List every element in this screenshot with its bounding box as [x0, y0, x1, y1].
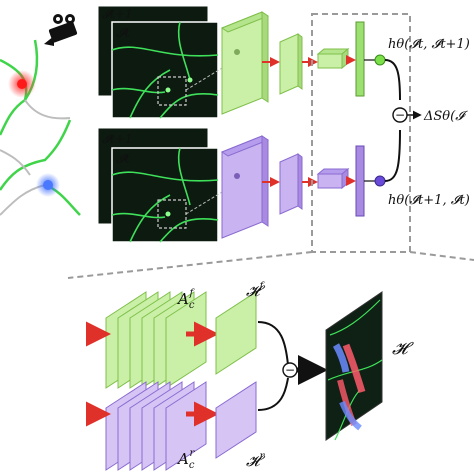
- minus-top: −: [395, 108, 405, 122]
- join-h-bottom: [257, 377, 289, 411]
- encoder-reverse: [220, 135, 386, 239]
- plane-h-forward: [215, 291, 257, 375]
- encoder-forward: [220, 11, 386, 115]
- acr-label: Acr: [176, 448, 195, 471]
- h-heatmap: [325, 291, 383, 441]
- hr-label: 𝓗r: [246, 451, 266, 470]
- frame-top-back-label: 𝓘t+1: [102, 7, 133, 21]
- plane-h-reverse: [215, 381, 257, 459]
- h-bottom-label: hθ(𝓘t+1, 𝓘t): [388, 193, 470, 208]
- head-group-box: [311, 13, 411, 253]
- zoom-line-left: [67, 251, 313, 279]
- join-curve-top: [384, 59, 401, 101]
- frame-bottom-front-label: 𝓘t: [116, 152, 131, 167]
- zoom-connector-bottom: [185, 185, 233, 215]
- video-camera-icon: [44, 14, 78, 46]
- join-curve-bottom: [384, 129, 401, 182]
- h-output-label: 𝓗: [392, 339, 414, 359]
- feature-stack-forward: [86, 291, 219, 389]
- h-top-label: hθ(𝓘t, 𝓘t+1): [388, 37, 470, 52]
- acf-label: Acf: [176, 288, 195, 311]
- zoom-line-right: [409, 251, 474, 261]
- join-h-top: [257, 321, 289, 366]
- frame-bottom-back-label: 𝓘t+1: [102, 132, 133, 146]
- filament-illustration: [0, 39, 81, 216]
- minus-bottom: −: [285, 363, 295, 377]
- feature-stack-reverse: [86, 381, 219, 471]
- frame-stack-top: 𝓘t 𝓘t+1: [97, 5, 219, 119]
- frame-stack-bottom: 𝓘t+1 𝓘t: [97, 127, 219, 243]
- delta-s-label: ΔSθ(𝓘: [423, 109, 468, 124]
- hf-label: 𝓗f: [246, 281, 266, 300]
- frame-top-front-label: 𝓘t: [116, 26, 131, 41]
- zoom-connector-top: [185, 61, 233, 91]
